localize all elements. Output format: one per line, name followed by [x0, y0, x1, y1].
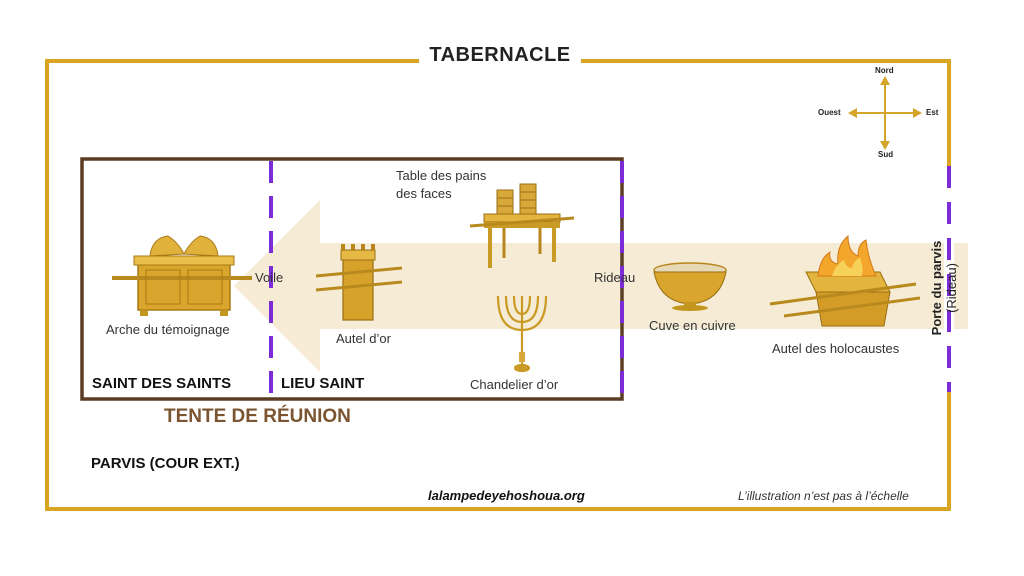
table-label-line2: des faces — [396, 186, 452, 201]
compass-north-label: Nord — [875, 66, 894, 75]
ark-icon — [112, 235, 252, 316]
compass-west-arrow — [848, 108, 857, 118]
compass-east-arrow — [913, 108, 922, 118]
diagram-title: TABERNACLE — [419, 44, 581, 67]
gate-label-line2: (Rideau) — [944, 263, 959, 313]
burnt-altar-label: Autel des holocaustes — [772, 341, 900, 356]
path-arrowhead — [234, 200, 320, 372]
golden-altar-icon — [315, 244, 403, 321]
compass-south-label: Sud — [878, 150, 894, 159]
holy-of-holies-label: SAINT DES SAINTS — [92, 375, 232, 392]
ark-label: Arche du témoignage — [106, 322, 230, 337]
menorah-icon — [496, 295, 548, 373]
compass-west-label: Ouest — [818, 108, 841, 117]
website-link[interactable]: lalampedeyehoshoua.org — [428, 488, 585, 503]
compass — [848, 76, 922, 150]
disclaimer-text: L’illustration n’est pas à l’échelle — [738, 489, 909, 503]
rideau-label: Rideau — [594, 270, 636, 285]
laver-icon — [653, 262, 727, 311]
compass-east-label: Est — [926, 108, 939, 117]
burnt-offering-altar-icon — [769, 234, 921, 327]
court-label: PARVIS (COUR EXT.) — [91, 455, 240, 472]
voile-label: Voile — [255, 270, 284, 285]
golden-altar-label: Autel d’or — [336, 331, 391, 346]
gate-label: Porte du parvis (Rideau) — [929, 241, 959, 336]
table-label-line1: Table des pains — [396, 168, 487, 183]
menorah-label: Chandelier d’or — [470, 377, 559, 392]
holy-place-label: LIEU SAINT — [281, 375, 365, 392]
compass-south-arrow — [880, 141, 890, 150]
tent-title: TENTE DE RÉUNION — [164, 406, 351, 427]
showbread-table-icon — [469, 183, 575, 268]
gate-label-line1: Porte du parvis — [929, 240, 944, 336]
laver-label: Cuve en cuivre — [649, 318, 736, 333]
compass-north-arrow — [880, 76, 890, 85]
